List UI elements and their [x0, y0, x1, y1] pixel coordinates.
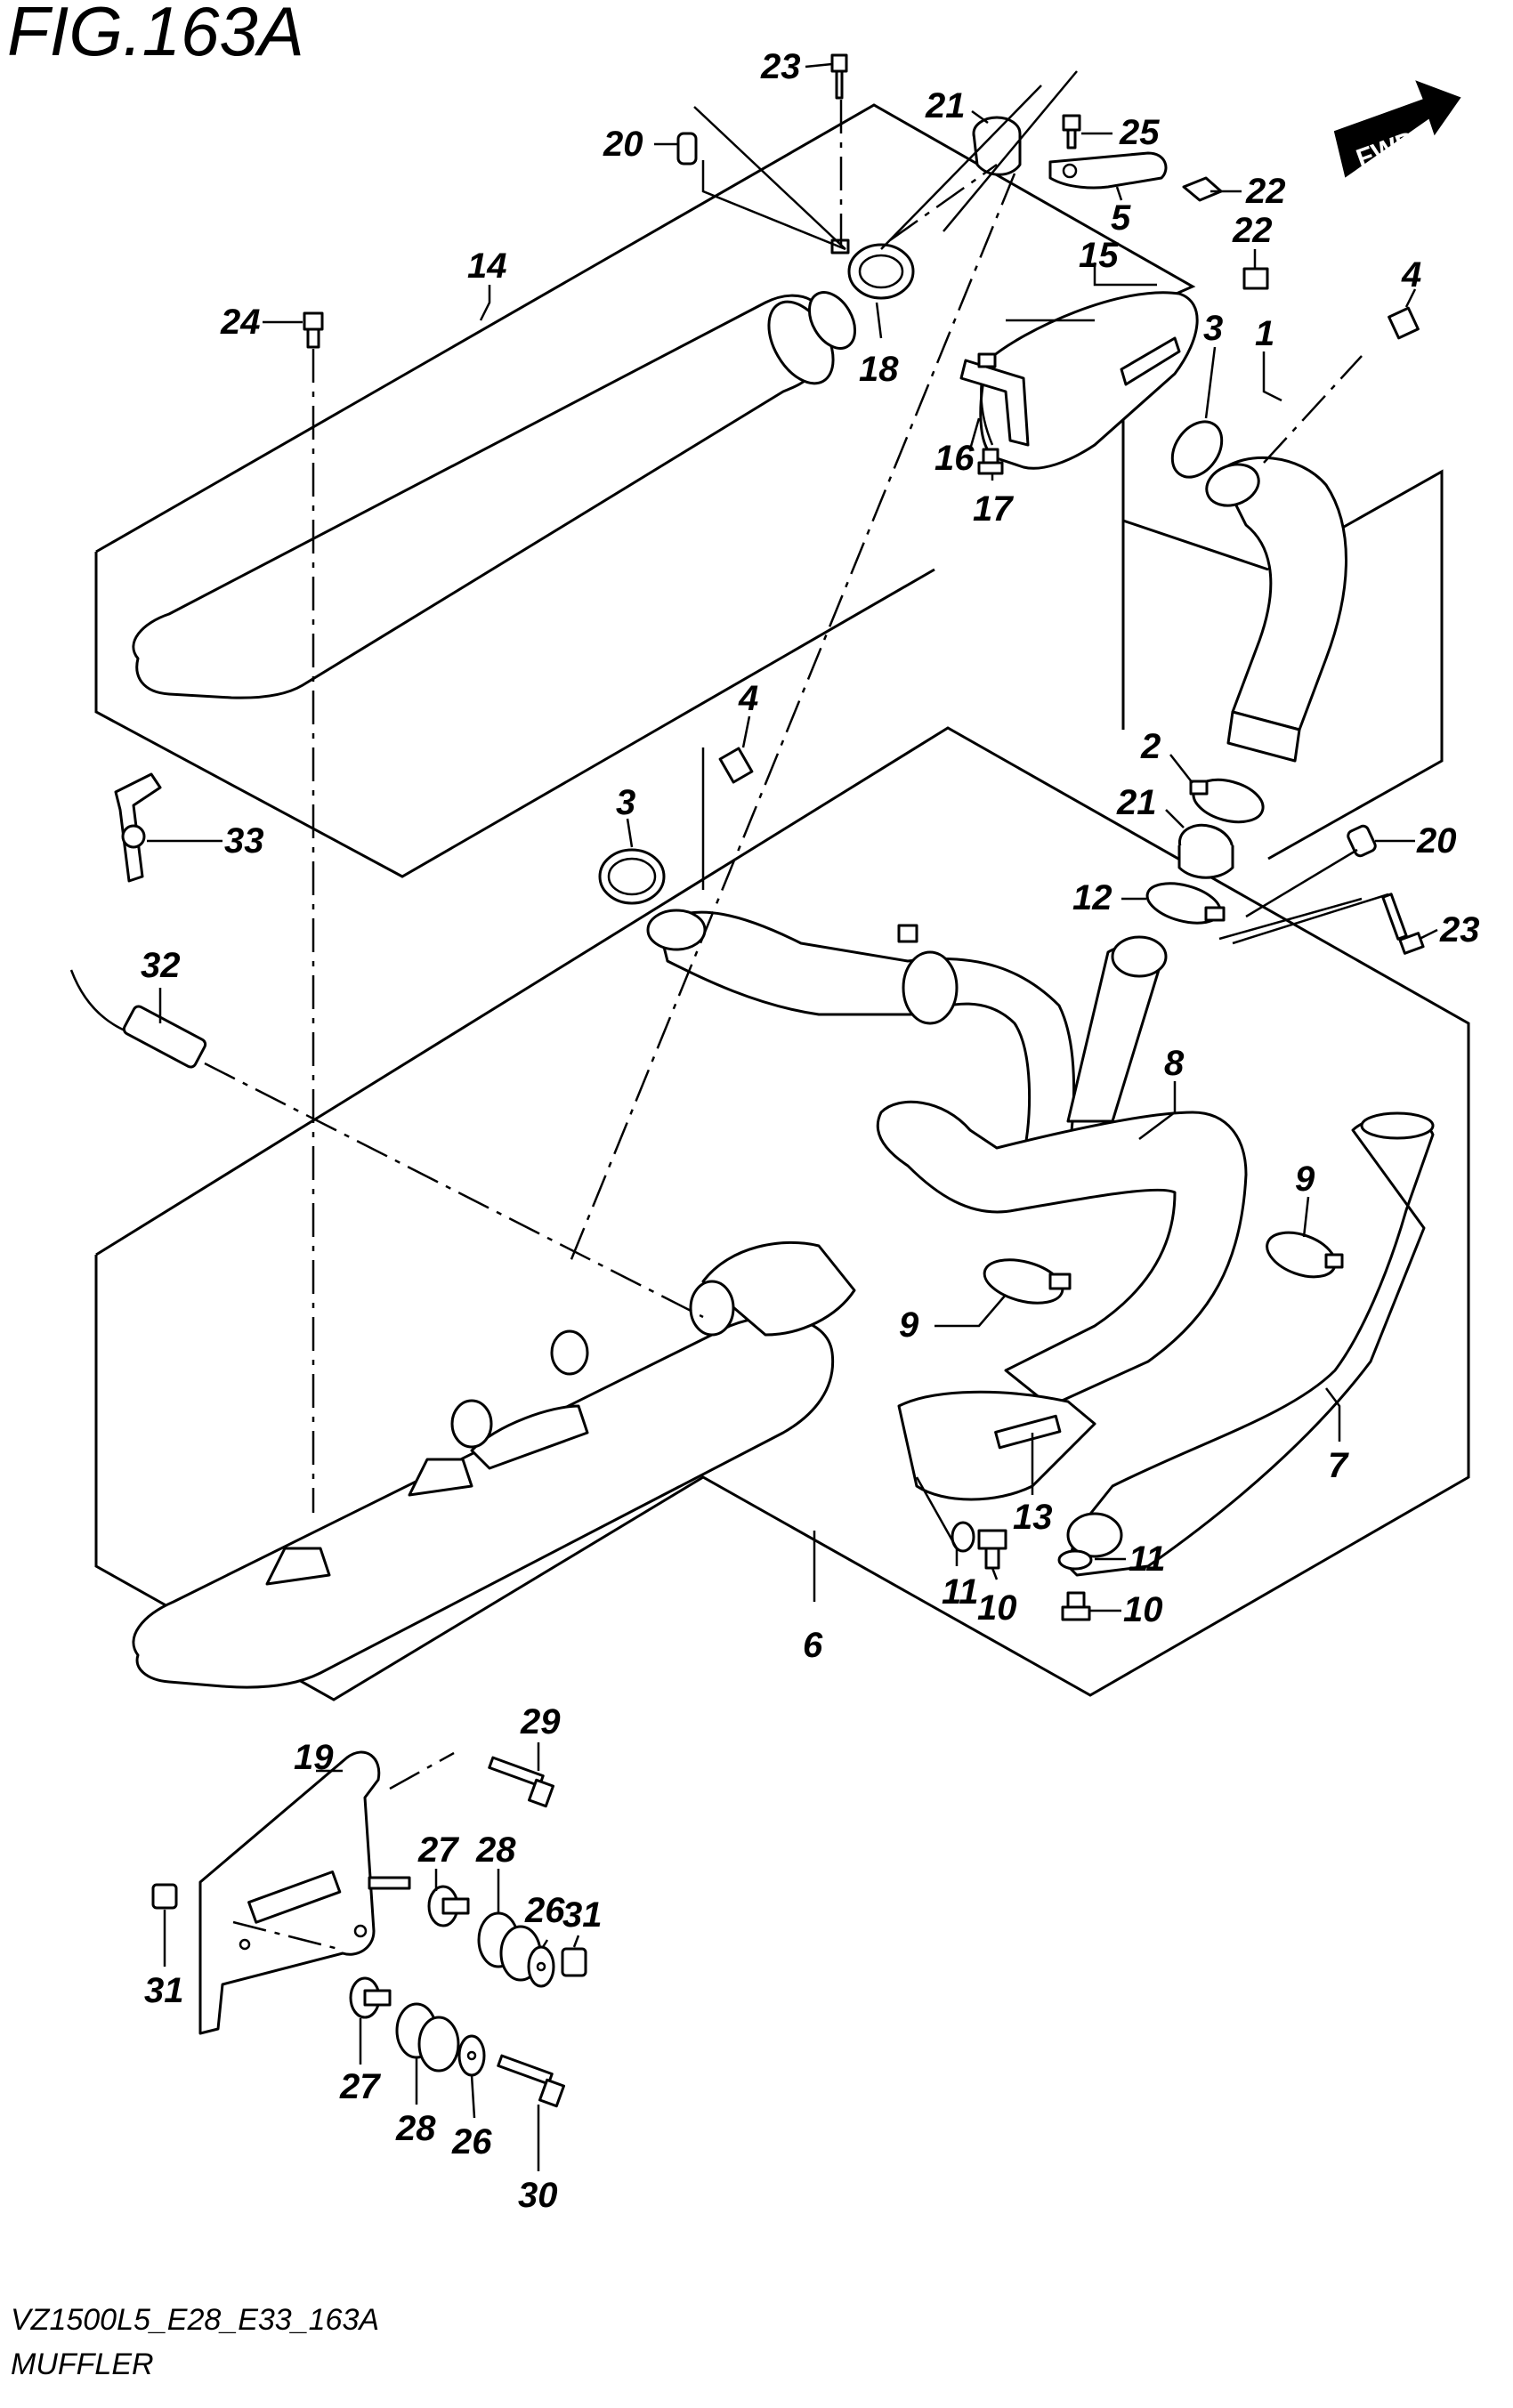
callout-28-lower: 28: [395, 2109, 436, 2148]
callout-22-a: 22: [1245, 172, 1286, 211]
bracket-16: [959, 352, 1030, 447]
bolt-29: [488, 1756, 555, 1808]
bolt-10-left: [977, 1529, 1007, 1570]
bolt-24: [303, 311, 324, 349]
callout-leaders: [147, 62, 1438, 2171]
gasket-3-upper: [1170, 420, 1224, 479]
bolt-17: [977, 448, 1004, 475]
bracket-5: [1048, 151, 1168, 190]
collar-27-lower: [349, 1976, 392, 2019]
bolt-4-upper: [1388, 306, 1420, 340]
callout-12: 12: [1072, 878, 1112, 917]
callout-20-lower: 20: [1416, 821, 1457, 861]
callout-19: 19: [294, 1738, 334, 1777]
washer-11-right: [1057, 1549, 1093, 1571]
clamp-9-left: [983, 1258, 1072, 1305]
pipe-8: [876, 935, 1248, 1408]
callout-4-lower: 4: [738, 679, 758, 718]
callout-20-upper: 20: [603, 125, 643, 164]
callout-23-upper: 23: [760, 47, 801, 86]
callout-31-left: 31: [144, 1971, 184, 2010]
bolt-23-upper: [830, 53, 848, 100]
callout-17: 17: [973, 489, 1014, 529]
callout-9-right: 9: [1295, 1160, 1315, 1199]
bolt-30: [497, 2054, 566, 2108]
callout-10-right: 10: [1123, 1590, 1163, 1629]
fwd-arrow-icon: FWD: [1333, 80, 1461, 178]
callout-25: 25: [1119, 113, 1160, 152]
bolt-10-right: [1061, 1591, 1091, 1621]
washer-11-left: [951, 1521, 975, 1553]
callout-22-b: 22: [1232, 211, 1273, 250]
bolt-4-lower: [718, 747, 754, 784]
callout-5: 5: [1111, 198, 1131, 238]
callout-30: 30: [518, 2176, 558, 2215]
callout-27-upper: 27: [417, 1830, 459, 1870]
callout-8: 8: [1164, 1044, 1185, 1083]
callout-4-upper: 4: [1401, 255, 1421, 295]
heat-shield-13: [897, 1390, 1096, 1501]
gasket-3-lower: [598, 848, 666, 905]
nut-31-left: [151, 1883, 178, 1910]
pad-22-b: [1242, 267, 1269, 290]
header-pipe-1: [1205, 456, 1347, 763]
callout-33: 33: [224, 821, 264, 861]
callout-labels: 23 21 25 20 5 22 22 14 15 4 24 18 3 1 16…: [141, 47, 1480, 2215]
callout-21-lower: 21: [1116, 783, 1157, 822]
callout-21-upper: 21: [925, 86, 966, 125]
figure-code: VZ1500L5_E28_E33_163A: [11, 2303, 379, 2337]
dowel-20-upper: [676, 132, 698, 166]
callout-31-right: 31: [562, 1895, 603, 1935]
callout-23-lower: 23: [1439, 910, 1480, 949]
muffler-lower: [132, 1240, 856, 1689]
heat-shield-15: [979, 291, 1199, 470]
callout-14: 14: [467, 246, 507, 286]
callout-16: 16: [934, 439, 975, 478]
bolt-25: [1062, 114, 1081, 149]
bolt-23-lower: [1381, 893, 1425, 955]
callout-32: 32: [141, 946, 181, 985]
callout-7: 7: [1328, 1446, 1349, 1485]
callout-26-lower: 26: [451, 2122, 492, 2162]
figure-name: MUFFLER: [11, 2347, 154, 2381]
front-exhaust-pipe: [646, 909, 1076, 1159]
stud-bolt-19: [368, 1876, 411, 1890]
callout-9-left: 9: [899, 1305, 919, 1345]
callout-3-lower: 3: [616, 783, 635, 822]
callout-28-upper: 28: [475, 1830, 516, 1870]
pad-22-a: [1182, 176, 1223, 202]
clip-33: [114, 772, 162, 883]
callout-29: 29: [520, 1702, 561, 1741]
clamp-9-right: [1266, 1231, 1344, 1279]
callout-24: 24: [220, 303, 261, 342]
bracket-19: [198, 1750, 381, 2035]
callout-11-left: 11: [942, 1572, 979, 1612]
callout-15: 15: [1079, 236, 1119, 275]
callout-27-lower: 27: [339, 2067, 381, 2106]
collar-21-lower: [1177, 823, 1234, 879]
pipe-7: [1066, 1111, 1435, 1577]
callout-10-left: 10: [977, 1588, 1017, 1628]
assembly-centerlines: [204, 70, 1389, 1951]
oxygen-sensor-32: [69, 969, 207, 1069]
callout-18: 18: [859, 350, 899, 389]
callout-2: 2: [1140, 727, 1161, 766]
clamp-2: [1189, 778, 1265, 824]
washer-26-lower: [457, 2034, 486, 2077]
callout-1: 1: [1255, 314, 1274, 353]
collar-27-upper: [427, 1885, 470, 1927]
callout-26-upper: 26: [524, 1891, 565, 1930]
muffler-upper: [132, 291, 857, 699]
callout-3-upper: 3: [1203, 309, 1223, 348]
nut-31-right: [561, 1947, 587, 1977]
callout-13: 13: [1013, 1498, 1053, 1537]
dowel-20-lower: [1347, 824, 1377, 858]
bushing-28-lower: [395, 2002, 460, 2073]
washer-26-upper: [527, 1945, 555, 1988]
callout-11-right: 11: [1129, 1539, 1166, 1579]
clamp-12: [1145, 882, 1226, 925]
callout-6: 6: [803, 1626, 823, 1665]
figure-title: FIG.163A: [7, 0, 304, 70]
